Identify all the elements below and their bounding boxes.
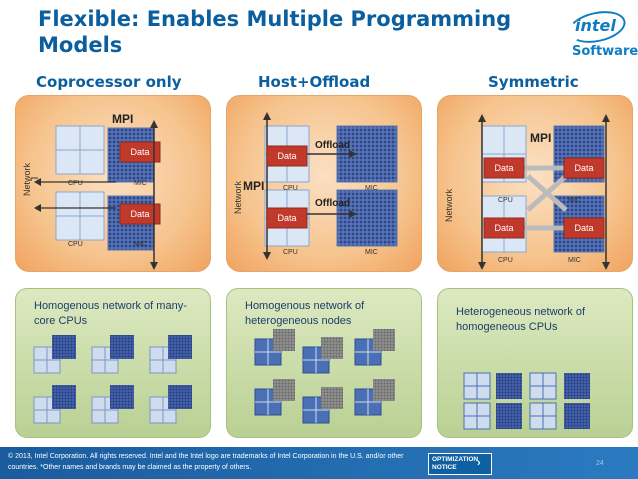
cpu-label: CPU xyxy=(68,180,83,187)
node-group xyxy=(254,329,395,424)
mpi-label: MPI xyxy=(530,131,551,145)
mic-label: MIC xyxy=(365,249,378,256)
mic-label: MIC xyxy=(568,197,581,204)
data-label: Data xyxy=(494,223,513,233)
notice-label: OPTIMIZATION NOTICE xyxy=(432,456,479,471)
cpu-label: CPU xyxy=(68,241,83,248)
page-title: Flexible: Enables Multiple Programming M… xyxy=(38,7,512,57)
logo-subtitle: Software xyxy=(572,44,638,59)
chevron-right-icon: › xyxy=(477,457,481,469)
desc-symmetric: Heterogeneous network of homogeneous CPU… xyxy=(437,288,633,438)
data-box xyxy=(119,141,161,163)
data-label: Data xyxy=(494,163,513,173)
data-box xyxy=(266,145,308,167)
data-box xyxy=(266,207,308,229)
data-box xyxy=(563,217,605,239)
mpi-label: MPI xyxy=(112,112,133,126)
desc-host-offload: Homogenous network of heterogeneous node… xyxy=(226,288,422,438)
data-box xyxy=(119,203,161,225)
data-label: Data xyxy=(130,147,149,157)
cross-arrows xyxy=(524,165,568,231)
intel-logo: intel Software xyxy=(565,6,638,62)
cpu-label: CPU xyxy=(498,197,513,204)
cpu-label: CPU xyxy=(283,249,298,256)
offload-label: Offload xyxy=(315,140,350,151)
heading-host-offload: Host+Offload xyxy=(258,73,371,91)
mic-chip xyxy=(336,189,398,247)
data-label: Data xyxy=(277,213,296,223)
copyright-text: © 2013, Intel Corporation. All rights re… xyxy=(8,453,404,471)
data-box xyxy=(563,157,605,179)
offload-label: Offload xyxy=(315,198,350,209)
network-label: Network xyxy=(233,180,243,214)
cpu-chip xyxy=(55,191,105,241)
panel-symmetric: Network MPI Data Data Data Data CPU MIC … xyxy=(437,95,633,272)
logo-brand: intel xyxy=(575,16,616,35)
mic-label: MIC xyxy=(568,257,581,264)
optimization-notice-button[interactable]: OPTIMIZATION NOTICE › xyxy=(428,453,492,475)
panel-host-offload: Network MPI Data Data Offload Offload CP… xyxy=(226,95,422,272)
panel-coprocessor: Network Data Data MPI CPU MIC CPU MIC xyxy=(15,95,211,272)
data-label: Data xyxy=(574,163,593,173)
description-text: Homogenous network of heterogeneous node… xyxy=(245,300,365,327)
data-label: Data xyxy=(277,151,296,161)
node-group xyxy=(33,335,192,424)
data-box xyxy=(483,157,525,179)
data-label: Data xyxy=(130,209,149,219)
heading-symmetric: Symmetric xyxy=(488,73,579,91)
cpu-chip xyxy=(55,125,105,175)
mic-label: MIC xyxy=(365,185,378,192)
description-text: Heterogeneous network of homogeneous CPU… xyxy=(456,306,586,333)
cpu-label: CPU xyxy=(283,185,298,192)
data-label: Data xyxy=(574,223,593,233)
mic-label: MIC xyxy=(134,241,147,248)
desc-coprocessor: Homogenous network of many-core CPUs xyxy=(15,288,211,438)
page-number: 24 xyxy=(596,460,604,467)
mic-label: MIC xyxy=(134,180,147,187)
data-box xyxy=(483,217,525,239)
cpu-label: CPU xyxy=(498,257,513,264)
network-label: Network xyxy=(22,162,32,196)
mpi-label: MPI xyxy=(243,179,264,193)
description-text: Homogenous network of many-core CPUs xyxy=(34,300,187,327)
network-label: Network xyxy=(444,188,454,222)
heading-coprocessor: Coprocessor only xyxy=(36,73,182,91)
node-group xyxy=(463,372,590,430)
footer-bar: © 2013, Intel Corporation. All rights re… xyxy=(0,447,638,479)
